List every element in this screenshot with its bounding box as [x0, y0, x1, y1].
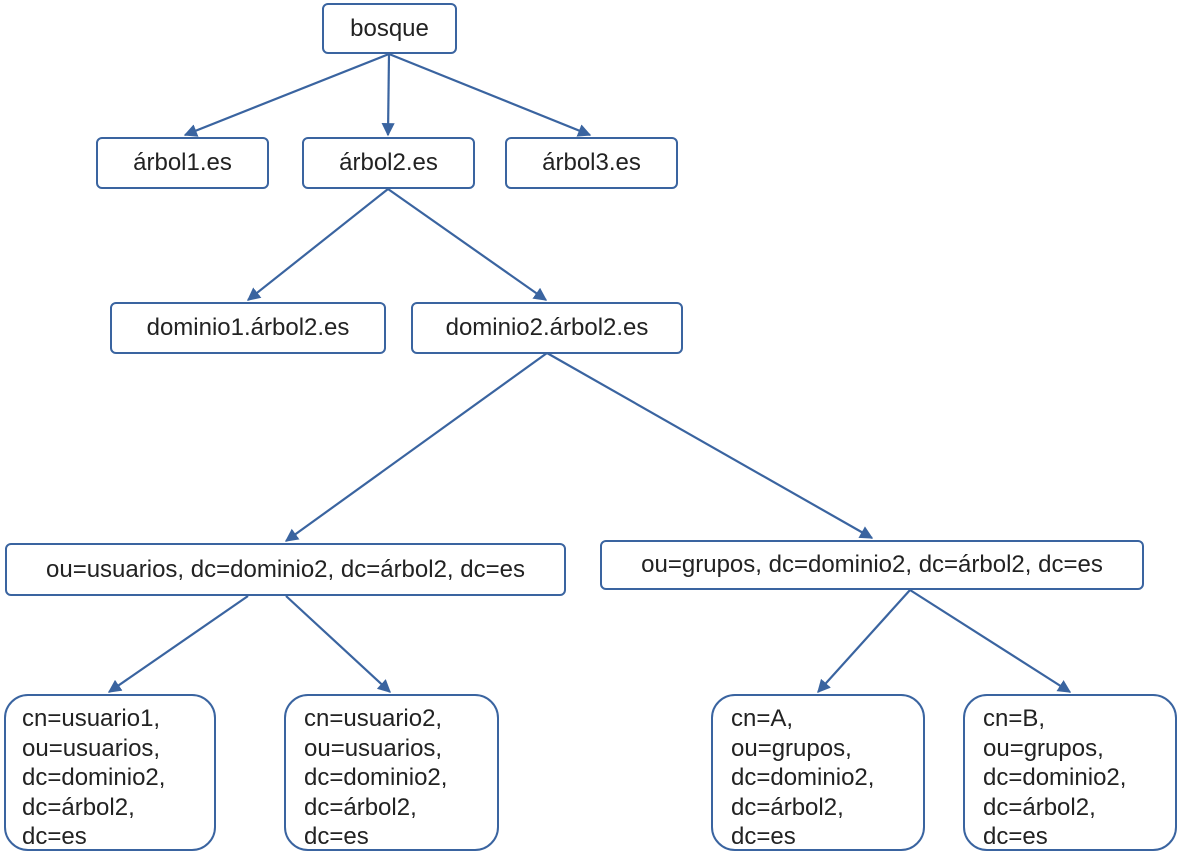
- node-dominio2-label: dominio2.árbol2.es: [445, 314, 649, 341]
- node-dominio2: dominio2.árbol2.es: [411, 302, 683, 354]
- node-arbol3: árbol3.es: [505, 137, 678, 189]
- leaf-grupo-a: cn=A, ou=grupos, dc=dominio2, dc=árbol2,…: [711, 694, 925, 851]
- edge-bosque-arbol3: [388, 52, 592, 137]
- leaf-grupo-b-line: ou=grupos,: [983, 734, 1104, 762]
- node-arbol2-label: árbol2.es: [339, 149, 438, 176]
- node-arbol2: árbol2.es: [302, 137, 475, 189]
- node-ou-usuarios-label: ou=usuarios, dc=dominio2, dc=árbol2, dc=…: [46, 555, 525, 583]
- leaf-usuario1-line: dc=es: [22, 823, 87, 850]
- leaf-usuario2-line: ou=usuarios,: [304, 734, 443, 762]
- leaf-grupo-a-line: dc=dominio2,: [731, 764, 875, 791]
- node-dominio1-label: dominio1.árbol2.es: [146, 314, 350, 341]
- edge-bosque-arbol1: [183, 52, 390, 137]
- leaf-grupo-a-line: cn=A,: [731, 705, 794, 732]
- edge-ou-grupos-b: [909, 589, 1072, 693]
- edge-dominio2-ou-grupos: [546, 352, 874, 539]
- node-ou-usuarios: ou=usuarios, dc=dominio2, dc=árbol2, dc=…: [5, 543, 566, 596]
- edge-bosque-arbol2: [381, 53, 395, 137]
- node-arbol1: árbol1.es: [96, 137, 269, 189]
- leaf-usuario2: cn=usuario2, ou=usuarios, dc=dominio2, d…: [284, 694, 499, 851]
- edge-ou-usuarios-usuario1: [107, 595, 249, 693]
- leaf-grupo-b-line: cn=B,: [983, 705, 1046, 732]
- leaf-usuario1-line: ou=usuarios,: [22, 734, 161, 762]
- leaf-usuario1-line: cn=usuario1,: [22, 705, 161, 732]
- node-bosque-label: bosque: [350, 14, 429, 42]
- edge-arbol2-dominio1: [246, 188, 389, 301]
- leaf-usuario1-line: dc=árbol2,: [22, 793, 135, 821]
- edge-dominio2-ou-usuarios: [284, 352, 548, 542]
- leaf-usuario1-line: dc=dominio2,: [22, 764, 166, 791]
- leaf-grupo-a-line: ou=grupos,: [731, 734, 852, 762]
- leaf-usuario2-line: dc=árbol2,: [304, 793, 417, 821]
- node-arbol1-label: árbol1.es: [133, 149, 232, 176]
- leaf-grupo-a-line: dc=es: [731, 823, 796, 850]
- leaf-usuario2-line: dc=es: [304, 823, 369, 850]
- edge-ou-grupos-a: [817, 589, 911, 693]
- leaf-usuario1: cn=usuario1, ou=usuarios, dc=dominio2, d…: [4, 694, 216, 851]
- leaf-grupo-b: cn=B, ou=grupos, dc=dominio2, dc=árbol2,…: [963, 694, 1177, 851]
- edge-arbol2-dominio2: [387, 188, 548, 301]
- leaf-usuario2-line: dc=dominio2,: [304, 764, 448, 791]
- leaf-grupo-b-line: dc=es: [983, 823, 1048, 850]
- node-dominio1: dominio1.árbol2.es: [110, 302, 386, 354]
- node-ou-grupos-label: ou=grupos, dc=dominio2, dc=árbol2, dc=es: [641, 551, 1103, 578]
- leaf-grupo-b-line: dc=árbol2,: [983, 793, 1096, 821]
- leaf-grupo-a-line: dc=árbol2,: [731, 793, 844, 821]
- node-bosque: bosque: [322, 3, 457, 54]
- leaf-usuario2-line: cn=usuario2,: [304, 705, 443, 732]
- node-ou-grupos: ou=grupos, dc=dominio2, dc=árbol2, dc=es: [600, 540, 1144, 590]
- edge-ou-usuarios-usuario2: [285, 595, 391, 693]
- node-arbol3-label: árbol3.es: [542, 149, 641, 176]
- leaf-grupo-b-line: dc=dominio2,: [983, 764, 1127, 791]
